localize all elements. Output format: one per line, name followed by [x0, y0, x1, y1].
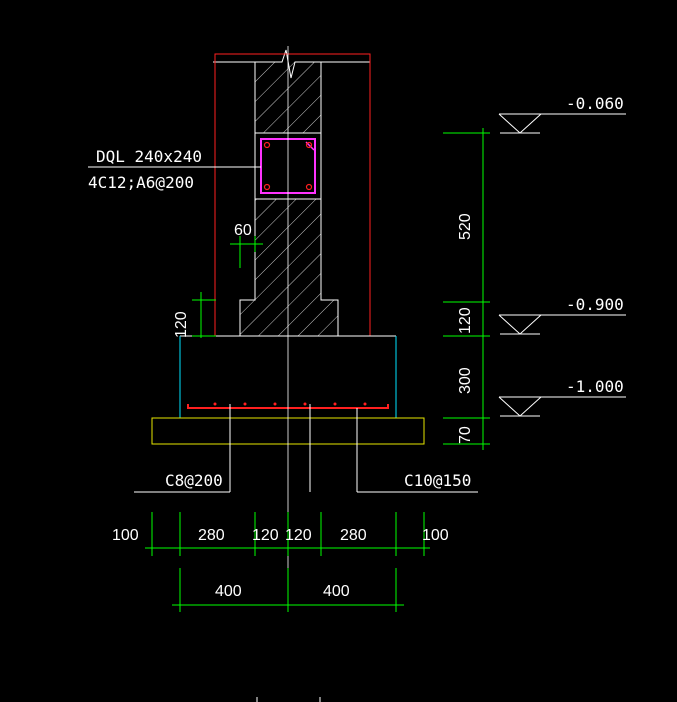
wall-break-symbol	[213, 49, 370, 79]
beam-reinforcement-label: 4C12;A6@200	[88, 173, 194, 192]
dim-300: 300	[457, 367, 474, 394]
dim-70: 70	[457, 426, 474, 444]
dim-100-left: 100	[112, 527, 139, 544]
dim-280-right: 280	[340, 527, 367, 544]
elevation-marker: -0.900	[498, 295, 626, 335]
rebar-dot	[305, 141, 313, 149]
dim-100-right: 100	[422, 527, 449, 544]
rebar-dot	[303, 402, 307, 406]
elevation-markers: -0.060 -0.900 -1.000	[498, 94, 626, 417]
rebar-dot	[263, 183, 271, 191]
rebar-label-right: C10@150	[404, 471, 471, 490]
dim-120: 120	[457, 307, 474, 334]
elevation-triangle	[498, 113, 542, 134]
dim-120-right: 120	[285, 527, 312, 544]
dim-120-left: 120	[252, 527, 279, 544]
elevation-label: -1.000	[566, 377, 624, 396]
right-vertical-dims: 520 120 300 70	[443, 128, 490, 450]
rebar-dot	[305, 183, 313, 191]
elevation-triangle	[498, 396, 542, 417]
dim-400-left: 400	[215, 583, 242, 600]
elevation-label: -0.060	[566, 94, 624, 113]
bottom-dims-row1: 100 280 120 120 280 100	[112, 512, 449, 556]
dim-400-right: 400	[323, 583, 350, 600]
rebar-dot	[213, 402, 217, 406]
rebar-dot	[263, 141, 271, 149]
rebar-dot	[243, 402, 247, 406]
elevation-marker: -1.000	[498, 377, 626, 417]
rebar-label-left: C8@200	[165, 471, 223, 490]
bottom-dims-row2: 400 400	[172, 568, 404, 612]
elevation-label: -0.900	[566, 295, 624, 314]
rebar-dot	[333, 402, 337, 406]
elevation-triangle	[498, 314, 542, 335]
dim-280-left: 280	[198, 527, 225, 544]
rebar-dot	[273, 402, 277, 406]
elevation-marker: -0.060	[498, 94, 626, 134]
beam-name-label: DQL 240x240	[96, 147, 202, 166]
step-height-dim: 120	[173, 311, 190, 338]
rebar-leaders	[88, 166, 478, 493]
rebar-dot	[363, 402, 367, 406]
dim-520: 520	[457, 213, 474, 240]
section-marks	[256, 697, 321, 702]
left-step-dims: 60 120	[173, 222, 263, 338]
step-offset-dim: 60	[234, 222, 252, 239]
wall-boundary-line	[214, 53, 371, 336]
